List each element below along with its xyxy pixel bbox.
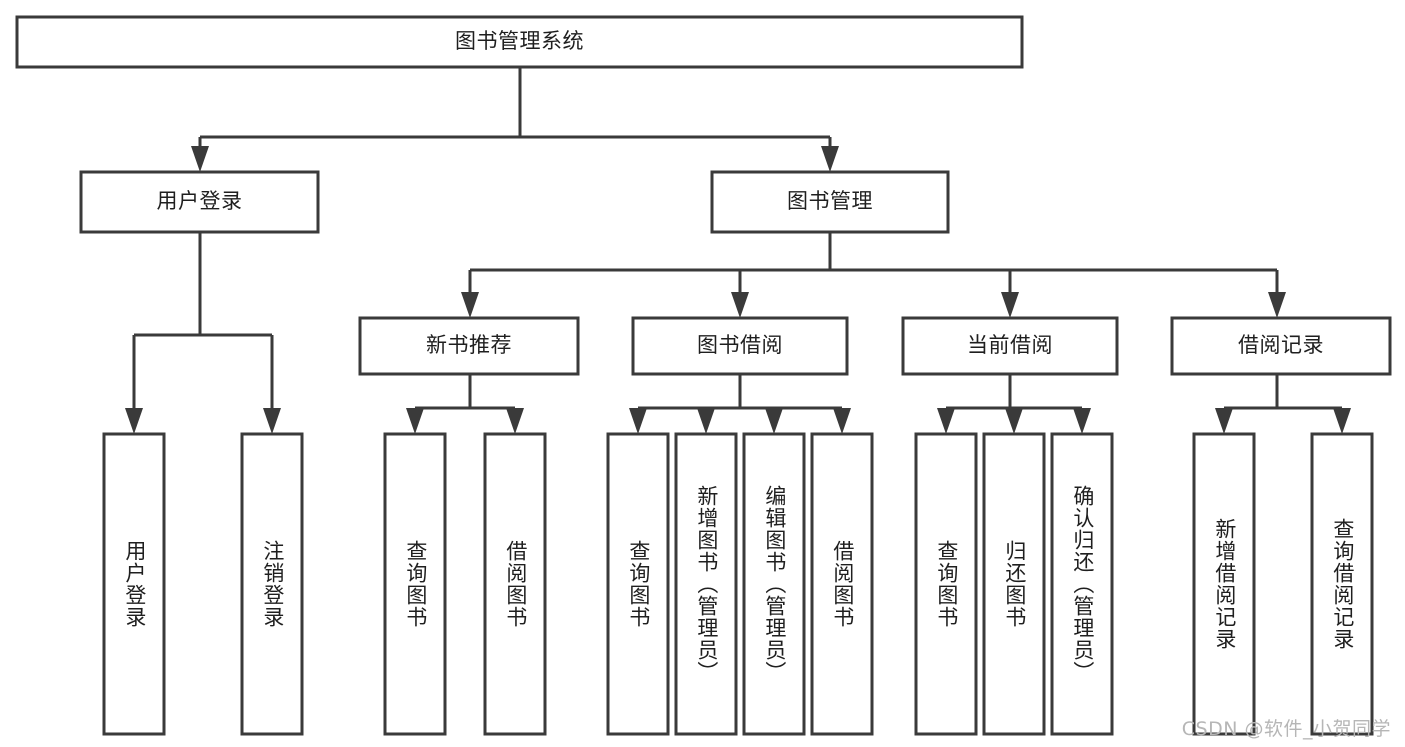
node-book-borrow-box[interactable] xyxy=(631,316,849,376)
arrow-head-icon xyxy=(1215,408,1233,434)
node-leaf-query-record-box[interactable] xyxy=(1310,432,1374,736)
node-leaf-query-book-2-box[interactable] xyxy=(606,432,670,736)
arrow-head-icon xyxy=(461,292,479,318)
arrow-head-icon xyxy=(125,408,143,434)
arrow-head-icon xyxy=(765,408,783,434)
arrow-head-icon xyxy=(697,408,715,434)
node-new-book-recommend-box[interactable] xyxy=(358,316,580,376)
arrow-head-icon xyxy=(1005,408,1023,434)
node-leaf-query-book-1-box[interactable] xyxy=(383,432,447,736)
arrow-head-icon xyxy=(506,408,524,434)
connector-layer xyxy=(125,67,1351,434)
csdn-watermark: CSDN @软件_小贺同学 xyxy=(1181,718,1391,740)
node-current-borrow-box[interactable] xyxy=(901,316,1119,376)
node-leaf-return-book-box[interactable] xyxy=(982,432,1046,736)
box-layer xyxy=(15,15,1392,736)
arrow-head-icon xyxy=(1001,292,1019,318)
node-leaf-borrow-book-2-box[interactable] xyxy=(810,432,874,736)
arrow-head-icon xyxy=(821,146,839,172)
node-leaf-logout-box[interactable] xyxy=(240,432,304,736)
arrow-head-icon xyxy=(1268,292,1286,318)
arrow-head-icon xyxy=(629,408,647,434)
node-leaf-add-record-box[interactable] xyxy=(1192,432,1256,736)
node-root-box[interactable] xyxy=(15,15,1024,69)
node-leaf-borrow-book-1-box[interactable] xyxy=(483,432,547,736)
arrow-head-icon xyxy=(1073,408,1091,434)
arrow-head-icon xyxy=(263,408,281,434)
arrow-head-icon xyxy=(191,146,209,172)
arrow-head-icon xyxy=(731,292,749,318)
arrow-head-icon xyxy=(406,408,424,434)
node-borrow-records-box[interactable] xyxy=(1170,316,1392,376)
node-book-management-box[interactable] xyxy=(710,170,950,234)
arrow-head-icon xyxy=(937,408,955,434)
node-leaf-add-book-box[interactable] xyxy=(674,432,738,736)
node-user-login-box[interactable] xyxy=(79,170,320,234)
arrow-head-icon xyxy=(1333,408,1351,434)
arrow-head-icon xyxy=(833,408,851,434)
node-leaf-edit-book-box[interactable] xyxy=(742,432,806,736)
node-leaf-query-book-3-box[interactable] xyxy=(914,432,978,736)
node-leaf-confirm-return-box[interactable] xyxy=(1050,432,1114,736)
node-leaf-user-login-box[interactable] xyxy=(102,432,166,736)
